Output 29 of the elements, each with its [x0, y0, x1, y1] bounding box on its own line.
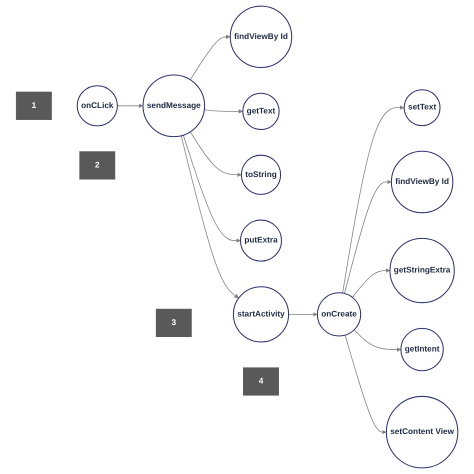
- node-circle: findViewBy Id: [390, 150, 454, 214]
- arrow: [354, 329, 402, 352]
- arrow: [352, 268, 390, 298]
- node-circle: startActivity: [232, 286, 290, 342]
- arrow: [180, 135, 239, 298]
- node-circle: onCreate: [316, 292, 362, 337]
- node-circle: toString: [240, 154, 282, 195]
- arrow: [116, 104, 144, 108]
- node-circle: onCLick: [76, 85, 118, 126]
- node-circle: getText: [242, 92, 280, 130]
- arrow: [344, 180, 392, 294]
- node-circle: sendMessage: [142, 74, 206, 138]
- node-circle: getIntent: [400, 328, 444, 372]
- node-circle: setContent View: [386, 396, 458, 468]
- node-circle: findViewBy Id: [230, 6, 292, 68]
- node-circle: setText: [404, 89, 441, 126]
- node-box: 4: [243, 367, 279, 396]
- arrow: [190, 131, 242, 178]
- arrow: [342, 105, 404, 294]
- arrow: [182, 134, 241, 243]
- arrow: [288, 312, 318, 317]
- node-circle: getStringExtra: [389, 238, 455, 304]
- node-box: 3: [156, 308, 192, 338]
- arrow: [204, 109, 244, 114]
- arrow: [190, 34, 230, 80]
- node-box: 1: [16, 92, 52, 120]
- node-box: 2: [79, 151, 116, 180]
- node-circle: putExtra: [240, 220, 282, 262]
- arrow: [344, 334, 387, 434]
